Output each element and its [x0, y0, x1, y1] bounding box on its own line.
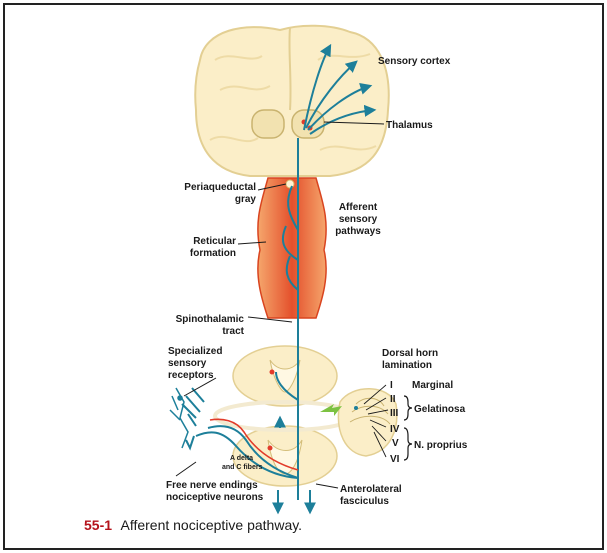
label-afferent-2: sensory — [339, 214, 378, 225]
label-reticular-2: formation — [190, 248, 236, 259]
label-periaqueductal-2: gray — [235, 194, 257, 205]
label-lamina-V: V — [392, 438, 399, 449]
label-reticular-1: Reticular — [193, 236, 236, 247]
label-thalamus: Thalamus — [386, 120, 433, 131]
label-n-proprius: N. proprius — [414, 440, 468, 451]
label-afferent-3: pathways — [335, 226, 381, 237]
label-free-endings-2: nociceptive neurons — [166, 492, 264, 503]
label-afferent-1: Afferent — [339, 202, 378, 213]
label-lamina-IV: IV — [390, 424, 400, 435]
thalamus-left — [252, 110, 284, 138]
label-anterolateral-2: fasciculus — [340, 496, 389, 507]
label-dorsal-2: lamination — [382, 360, 432, 371]
label-lamina-II: II — [390, 394, 396, 405]
label-lamina-VI: VI — [390, 454, 400, 465]
label-specialized-3: receptors — [168, 370, 214, 381]
label-a-delta-1: A delta — [230, 455, 253, 462]
label-specialized-2: sensory — [168, 358, 207, 369]
caption-number: 55-1 — [84, 517, 112, 533]
label-periaqueductal-1: Periaqueductal — [184, 182, 256, 193]
caption-text: Afferent nociceptive pathway. — [120, 517, 302, 533]
label-spinothalamic-2: tract — [222, 326, 244, 337]
label-specialized-1: Specialized — [168, 346, 222, 357]
label-a-delta-2: and C fibers — [222, 464, 263, 471]
brainstem — [258, 178, 326, 318]
label-gelatinosa: Gelatinosa — [414, 404, 466, 415]
label-lamina-I: I — [390, 380, 393, 391]
label-marginal: Marginal — [412, 380, 453, 391]
label-sensory-cortex: Sensory cortex — [378, 56, 451, 67]
label-lamina-III: III — [390, 408, 399, 419]
label-anterolateral-1: Anterolateral — [340, 484, 402, 495]
label-free-endings-1: Free nerve endings — [166, 480, 258, 491]
label-spinothalamic-1: Spinothalamic — [176, 314, 245, 325]
cerebrum — [195, 26, 389, 176]
spinal-cord-upper — [233, 346, 337, 406]
label-dorsal-1: Dorsal horn — [382, 348, 438, 359]
